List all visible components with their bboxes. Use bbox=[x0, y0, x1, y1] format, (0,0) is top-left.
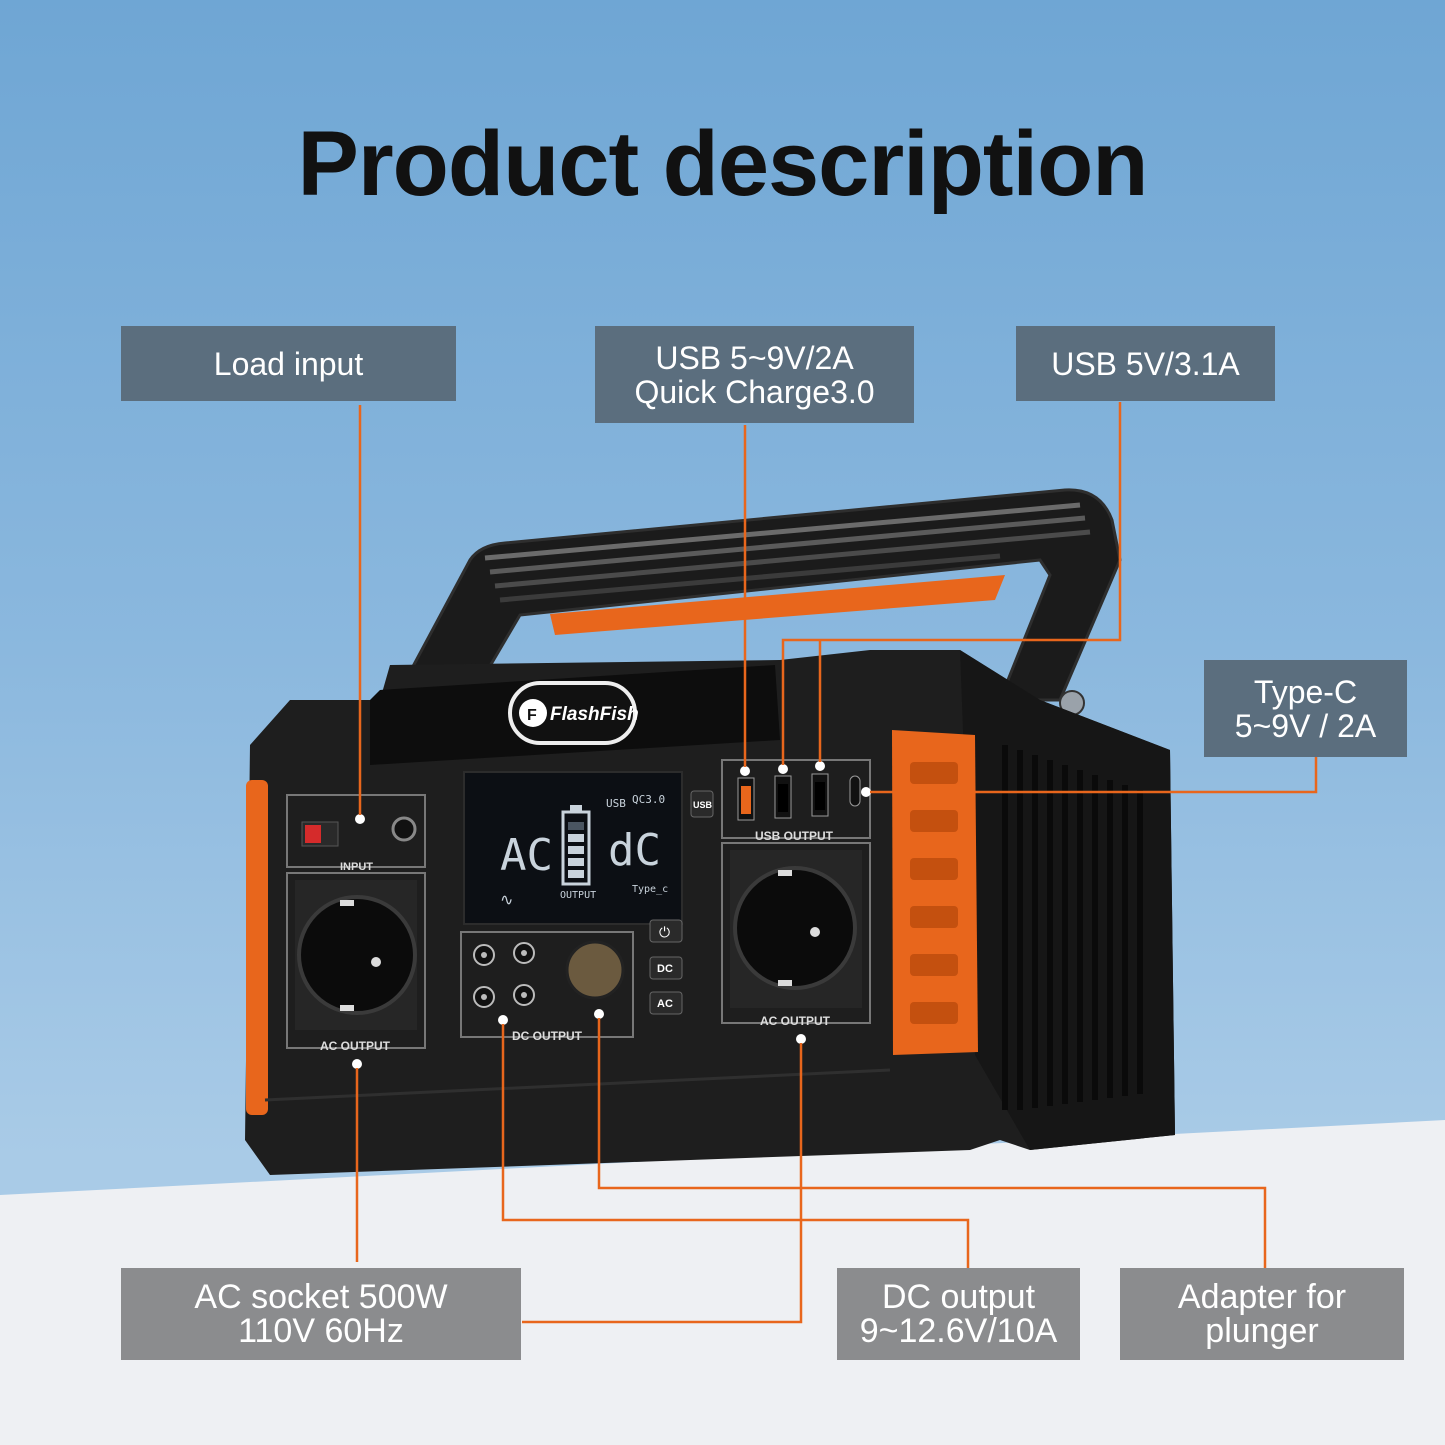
callout-usb-qc-line2: Quick Charge3.0 bbox=[634, 373, 875, 410]
brand-logo-text: FlashFish bbox=[550, 704, 639, 725]
ac-output-right-label: AC OUTPUT bbox=[760, 1014, 831, 1028]
callout-dc-output-line1: DC output bbox=[881, 1278, 1036, 1316]
callout-type-c-line1: Type-C bbox=[1253, 673, 1358, 710]
callout-adapter-plunger: Adapter for plunger bbox=[1120, 1268, 1404, 1360]
dc-output-label: DC OUTPUT bbox=[512, 1029, 583, 1043]
callout-adapter-line2: plunger bbox=[1205, 1312, 1319, 1350]
page-title: Product description bbox=[297, 113, 1149, 215]
lcd-ac-text: AC bbox=[500, 830, 553, 881]
callout-usb-qc-line1: USB 5~9V/2A bbox=[655, 339, 854, 376]
callout-load-input: Load input bbox=[121, 326, 456, 401]
callout-type-c-line2: 5~9V / 2A bbox=[1234, 707, 1377, 744]
input-panel: INPUT bbox=[286, 794, 426, 873]
dc-output-panel: DC OUTPUT bbox=[460, 931, 634, 1043]
svg-text:⏻: ⏻ bbox=[659, 924, 670, 940]
callout-usb-5v-text: USB 5V/3.1A bbox=[1051, 345, 1240, 382]
right-ac-socket: AC OUTPUT bbox=[721, 842, 871, 1044]
svg-text:F: F bbox=[527, 707, 537, 724]
lcd-qc-text: QC3.0 bbox=[632, 793, 665, 806]
callout-usb-quick-charge: USB 5~9V/2A Quick Charge3.0 bbox=[595, 326, 914, 423]
callout-adapter-line1: Adapter for bbox=[1177, 1278, 1347, 1316]
control-buttons: USB ⏻ DC AC bbox=[649, 790, 714, 1015]
left-ac-socket: AC OUTPUT bbox=[286, 872, 426, 1069]
callout-type-c: Type-C 5~9V / 2A bbox=[1204, 660, 1407, 757]
svg-text:∿: ∿ bbox=[500, 892, 513, 909]
brand-logo: F FlashFish bbox=[508, 681, 639, 745]
usb-output-panel: USB OUTPUT bbox=[721, 759, 871, 843]
callout-lines bbox=[355, 402, 1318, 1324]
lcd-display: AC dC USB QC3.0 OUTPUT Type_c ∿ bbox=[463, 771, 683, 925]
ac-button-label: AC bbox=[657, 998, 673, 1010]
input-label: INPUT bbox=[340, 861, 373, 873]
callout-load-input-text: Load input bbox=[213, 345, 364, 382]
carry-handle bbox=[392, 488, 1122, 716]
usb-button-label: USB bbox=[693, 800, 713, 810]
callout-ac-socket-line1: AC socket 500W bbox=[194, 1278, 448, 1316]
callout-ac-socket-line2: 110V 60Hz bbox=[238, 1312, 404, 1350]
lcd-typec-text: Type_c bbox=[632, 884, 668, 895]
callout-dc-output: DC output 9~12.6V/10A bbox=[837, 1268, 1080, 1360]
lcd-dc-text: dC bbox=[608, 825, 661, 876]
callout-ac-socket: AC socket 500W 110V 60Hz bbox=[121, 1268, 521, 1360]
lcd-usb-text: USB bbox=[606, 797, 626, 810]
callout-usb-5v: USB 5V/3.1A bbox=[1016, 326, 1275, 401]
lcd-output-text: OUTPUT bbox=[560, 890, 596, 901]
dc-button-label: DC bbox=[657, 963, 673, 975]
callout-dc-output-line2: 9~12.6V/10A bbox=[859, 1312, 1058, 1350]
ac-output-left-label: AC OUTPUT bbox=[320, 1039, 391, 1053]
usb-output-label: USB OUTPUT bbox=[755, 829, 834, 843]
